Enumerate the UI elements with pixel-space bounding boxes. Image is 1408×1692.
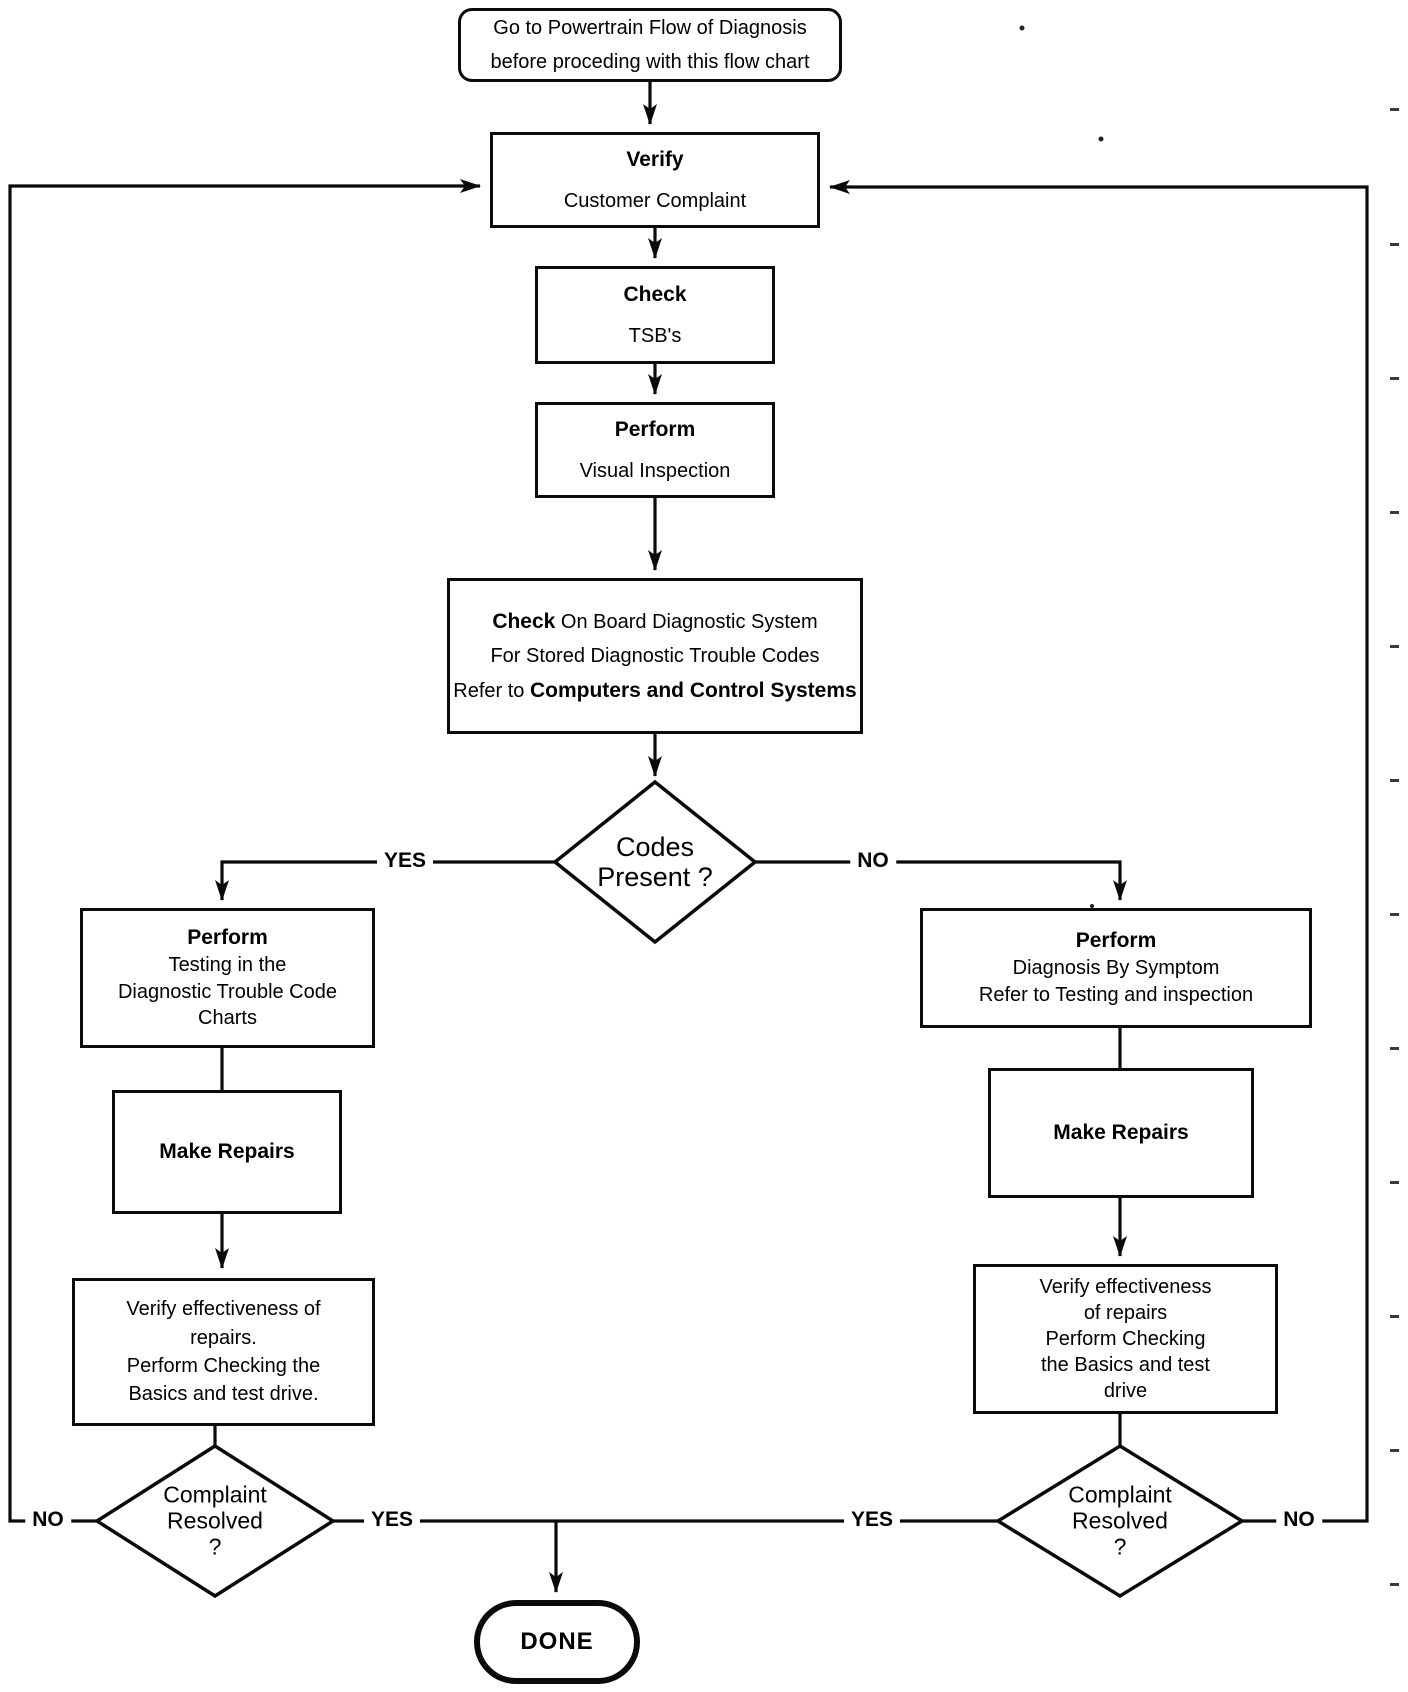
codes-present-line-1: Codes (615, 831, 695, 862)
margin-tick (1390, 913, 1399, 916)
margin-tick (1390, 779, 1399, 782)
dtc-charts-line-4: Charts (198, 1007, 257, 1030)
dtc-charts-line-2: Testing in the (168, 954, 287, 977)
verify-right-line-3: Perform Checking (1045, 1328, 1206, 1350)
done-label: DONE (520, 1628, 594, 1656)
connector-no-symptom (755, 860, 1127, 901)
margin-tick (1390, 1047, 1399, 1050)
obd-line-1-rest: On Board Diagnostic System (555, 610, 818, 633)
verify-left-line-2: repairs. (190, 1326, 257, 1349)
margin-tick (1390, 108, 1399, 111)
complaint-resolved-left-decision: Complaint Resolved ? (163, 1482, 267, 1559)
start-line-2: before proceding with this flow chart (490, 51, 810, 73)
codes-yes-label: YES (376, 849, 434, 873)
codes-present-line-2: Present ? (597, 862, 713, 892)
diag-symptom-line-3: Refer to Testing and inspection (978, 984, 1254, 1007)
verify-right-line-2: of repairs (1083, 1302, 1168, 1324)
margin-tick (1390, 511, 1399, 514)
resolved-left-line-3: ? (208, 1532, 222, 1559)
margin-tick (1390, 645, 1399, 648)
verify-right-line-4: the Basics and test (1041, 1354, 1210, 1376)
diag-symptom-line-2: Diagnosis By Symptom (1012, 957, 1220, 980)
start-terminal: Go to Powertrain Flow of Diagnosis befor… (458, 8, 842, 82)
make-repairs-right-label: Make Repairs (1053, 1121, 1189, 1145)
verify-left-line-1: Verify effectiveness of (126, 1298, 321, 1321)
check-tsbs-box: Check TSB's (535, 266, 775, 364)
verify-repairs-right-box: Verify effectiveness of repairs Perform … (973, 1264, 1278, 1414)
dtc-charts-box: Perform Testing in the Diagnostic Troubl… (80, 908, 375, 1048)
obd-line-1-bold: Check (492, 609, 556, 633)
verify-left-line-3: Perform Checking the (126, 1355, 321, 1377)
connector-yes-dtc (215, 860, 555, 901)
obd-line-3: Refer to Computers and Control Systems (453, 677, 856, 704)
obd-line-3-bold: Computers and Control Systems (529, 679, 857, 702)
verify-title: Verify (626, 148, 684, 172)
obd-line-1: Check On Board Diagnostic System (492, 608, 817, 635)
done-terminal: DONE (474, 1600, 640, 1684)
margin-tick (1390, 377, 1399, 380)
right-yes-label: YES (843, 1508, 901, 1532)
visual-inspection-line: Visual Inspection (579, 459, 731, 482)
dtc-charts-line-3: Diagnostic Trouble Code (117, 980, 337, 1003)
verify-right-line-1: Verify effectiveness (1039, 1276, 1212, 1298)
complaint-resolved-right-decision: Complaint Resolved ? (1068, 1482, 1172, 1559)
visual-inspection-title: Perform (614, 418, 696, 442)
codes-present-decision: Codes Present ? (597, 832, 713, 892)
verify-customer-complaint-box: Verify Customer Complaint (490, 132, 820, 228)
scan-artifact-dots (1019, 25, 1104, 908)
resolved-left-line-1: Complaint (163, 1481, 267, 1508)
obd-line-3-pre: Refer to (453, 680, 530, 702)
codes-present-diamond-shape (552, 779, 758, 945)
left-yes-label: YES (363, 1508, 421, 1532)
right-no-label: NO (1276, 1508, 1322, 1532)
verify-repairs-left-box: Verify effectiveness of repairs. Perform… (72, 1278, 375, 1426)
margin-tick (1390, 1449, 1399, 1452)
resolved-left-line-2: Resolved (167, 1507, 263, 1534)
resolved-right-line-2: Resolved (1072, 1507, 1168, 1534)
margin-tick (1390, 1315, 1399, 1318)
make-repairs-left-label: Make Repairs (159, 1140, 295, 1164)
codes-no-label: NO (850, 849, 896, 873)
make-repairs-left-box: Make Repairs (112, 1090, 342, 1214)
margin-tick (1390, 1583, 1399, 1586)
resolved-right-line-1: Complaint (1068, 1481, 1172, 1508)
make-repairs-right-box: Make Repairs (988, 1068, 1254, 1198)
resolved-right-line-3: ? (1113, 1532, 1127, 1559)
margin-tick (1390, 1181, 1399, 1184)
visual-inspection-box: Perform Visual Inspection (535, 402, 775, 498)
margin-tick (1390, 243, 1399, 246)
check-tsbs-title: Check (623, 283, 687, 307)
diagnosis-by-symptom-box: Perform Diagnosis By Symptom Refer to Te… (920, 908, 1312, 1028)
complaint-resolved-left-diamond-shape (93, 1443, 337, 1599)
verify-right-line-5: drive (1103, 1380, 1148, 1402)
obd-check-box: Check On Board Diagnostic System For Sto… (447, 578, 863, 734)
left-no-label: NO (25, 1508, 71, 1532)
start-line-1: Go to Powertrain Flow of Diagnosis (493, 17, 807, 39)
verify-left-line-4: Basics and test drive. (128, 1383, 319, 1406)
verify-line: Customer Complaint (563, 189, 747, 212)
check-tsbs-line: TSB's (628, 324, 682, 347)
complaint-resolved-right-diamond-shape (994, 1443, 1246, 1599)
obd-line-2: For Stored Diagnostic Trouble Codes (490, 645, 820, 667)
diag-symptom-title: Perform (1075, 928, 1157, 952)
dtc-charts-title: Perform (187, 926, 268, 950)
